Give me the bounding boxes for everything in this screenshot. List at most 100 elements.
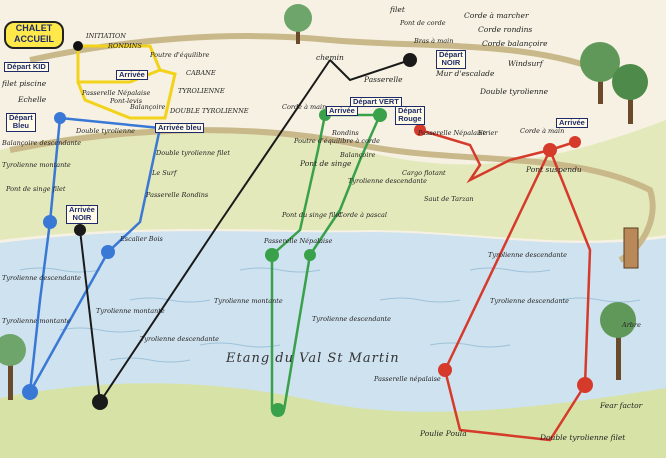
course-black bbox=[79, 59, 411, 403]
label-passerelle-top: Passerelle bbox=[364, 75, 403, 84]
label-tyrolienne-descendante-vert: Tyrolienne descendante bbox=[348, 177, 428, 185]
label-passerelle-nepalaise-rouge: Passerelle népalaise bbox=[374, 375, 441, 383]
label-chemin: chemin bbox=[316, 53, 344, 62]
chalet-line-2: ACCUEIL bbox=[14, 34, 54, 44]
label-double-tyrolienne-top: Double tyrolienne bbox=[480, 87, 549, 96]
label-corde-a-main: Corde à main bbox=[282, 103, 327, 111]
label-passerelle-rouge: Passerelle Népalaise bbox=[418, 129, 487, 137]
arrival-kid-tag: Arrivée bbox=[116, 70, 148, 81]
label-double-tyrolienne-filet-rouge: Double tyrolienne filet bbox=[540, 433, 626, 442]
start-noir-tag: Départ NOIR bbox=[436, 50, 466, 69]
label-tyrolienne: TYROLIENNE bbox=[178, 87, 225, 95]
label-le-surf: Le Surf bbox=[152, 169, 177, 177]
arrival-vert-tag: Arrivée bbox=[326, 106, 358, 117]
bridge-right bbox=[623, 227, 639, 269]
black-start-node bbox=[403, 53, 417, 67]
start-kid-tag: Départ KID bbox=[4, 62, 49, 73]
start-rouge-line-2: Rouge bbox=[398, 114, 422, 124]
red-nodes bbox=[414, 124, 593, 393]
label-tyrolienne-descendante-2: Tyrolienne descendante bbox=[140, 335, 220, 343]
start-noir-line-1: Départ bbox=[439, 50, 463, 59]
start-rouge-line-1: Départ bbox=[398, 106, 422, 115]
start-bleu-line-1: Départ bbox=[9, 113, 33, 122]
label-balancoire-kid: Balançoire bbox=[130, 103, 166, 111]
label-balancoire-vert: Balançoire bbox=[340, 151, 376, 159]
black-arrival-node bbox=[74, 224, 86, 236]
label-passerelle-rondins: Passerelle Rondins bbox=[146, 191, 209, 199]
tree-bottom-right bbox=[600, 302, 636, 380]
label-double-tyrolienne-bleu: Double tyrolienne bbox=[76, 127, 135, 135]
tree-right-2 bbox=[612, 64, 648, 124]
label-tyrolienne-montante-3: Tyrolienne montante bbox=[96, 307, 165, 315]
arrival-rouge-tag: Arrivée bbox=[556, 118, 588, 129]
label-pont-du-singe-filet: Pont du singe filet bbox=[282, 211, 342, 219]
label-echelle: Echelle bbox=[18, 95, 47, 104]
arrival-noir-tag: Arrivée NOIR bbox=[66, 205, 98, 224]
label-pont-suspendu: Pont suspendu bbox=[526, 165, 582, 174]
label-windsurf: Windsurf bbox=[508, 59, 543, 68]
course-red bbox=[419, 128, 592, 442]
label-corde-balancoire: Corde balançoire bbox=[482, 39, 548, 48]
label-tyrolienne-descendante-1: Tyrolienne descendante bbox=[2, 274, 82, 282]
label-tyrolienne-montante-1: Tyrolienne montante bbox=[2, 161, 71, 169]
label-balancoire-bleu: Balançoire descendante bbox=[2, 139, 82, 147]
chalet-accueil-sign: CHALET ACCUEIL bbox=[4, 21, 64, 49]
label-cargo-flottant: Cargo flotant bbox=[402, 169, 446, 177]
tree-top-center bbox=[284, 4, 312, 44]
label-pont-de-corde: Pont de corde bbox=[400, 19, 446, 27]
label-fear-factor: Fear factor bbox=[600, 401, 643, 410]
label-corde-a-main-rouge: Corde à main bbox=[520, 127, 565, 135]
arrival-noir-line-1: Arrivée bbox=[69, 205, 95, 214]
kid-start-node bbox=[73, 41, 83, 51]
label-tyrolienne-montante-vert: Tyrolienne montante bbox=[214, 297, 283, 305]
label-corde-a-pascal: Corde à pascal bbox=[338, 211, 387, 219]
course-blue bbox=[28, 116, 162, 393]
label-filet-piscine: filet piscine bbox=[2, 79, 47, 88]
tree-left-bottom bbox=[0, 334, 26, 400]
label-escalier-bois: Escalier Bois bbox=[120, 235, 163, 243]
label-tyrolienne-descendante-rouge2: Tyrolienne descendante bbox=[490, 297, 570, 305]
label-mur-escalade: Mur d'escalade bbox=[436, 69, 495, 78]
grass-bank-upper bbox=[0, 120, 666, 241]
label-passerelle-nepalaise-vert: Passerelle Népalaise bbox=[264, 237, 333, 245]
label-poulie-poula: Poulie Poula bbox=[420, 429, 467, 438]
grass-bank-lower bbox=[0, 381, 666, 458]
tree-right-1 bbox=[580, 42, 620, 104]
label-passerelle-kid: Passerelle Népalaise bbox=[82, 89, 151, 97]
label-etrier: Etrier bbox=[478, 129, 498, 137]
arrival-noir-line-2: NOIR bbox=[72, 213, 92, 223]
label-pont-de-singe-filet: Pont de singe filet bbox=[6, 185, 66, 193]
label-double-tyrolienne-filet: Double tyrolienne filet bbox=[156, 149, 230, 157]
label-poutre-vert: Poutre d'équilibre à corde bbox=[294, 137, 381, 145]
label-tyrolienne-montante-2: Tyrolienne montante bbox=[2, 317, 71, 325]
label-corde-a-marcher: Corde à marcher bbox=[464, 11, 529, 20]
label-rondins-kid: RONDINS bbox=[108, 42, 142, 50]
label-tyrolienne-descendante-rouge: Tyrolienne descendante bbox=[488, 251, 568, 259]
start-vert-tag: Départ VERT bbox=[350, 97, 402, 108]
start-noir-line-2: NOIR bbox=[441, 58, 461, 68]
label-corde-rondins: Corde rondins bbox=[478, 25, 533, 34]
label-arbre: Arbre bbox=[622, 321, 641, 329]
label-pont-levis: Pont-levis bbox=[110, 97, 143, 105]
label-poutre: Poutre d'équilibre bbox=[150, 51, 210, 59]
course-kid bbox=[76, 44, 177, 120]
label-bras-a-main: Bras à main bbox=[414, 37, 454, 45]
label-rondins-vert: Rondins bbox=[332, 129, 359, 137]
trail-bank bbox=[9, 127, 656, 263]
arrival-bleu-tag: Arrivée bleu bbox=[155, 123, 205, 134]
label-initiation: INITIATION bbox=[86, 32, 126, 40]
start-rouge-tag: Départ Rouge bbox=[395, 106, 425, 125]
label-filet-top: filet bbox=[390, 5, 405, 14]
lake-name: Etang du Val St Martin bbox=[226, 351, 400, 366]
black-lake-node bbox=[92, 394, 108, 410]
label-pont-de-singe: Pont de singe bbox=[300, 159, 352, 168]
label-cabane: CABANE bbox=[186, 69, 216, 77]
lake-water bbox=[0, 231, 666, 412]
start-bleu-tag: Départ Bleu bbox=[6, 113, 36, 132]
chalet-line-1: CHALET bbox=[15, 23, 53, 33]
label-double-tyrolienne-kid: DOUBLE TYROLIENNE bbox=[170, 107, 249, 115]
label-tyrolienne-descendante-vert2: Tyrolienne descendante bbox=[312, 315, 392, 323]
label-saut-de-tarzan: Saut de Tarzan bbox=[424, 195, 474, 203]
